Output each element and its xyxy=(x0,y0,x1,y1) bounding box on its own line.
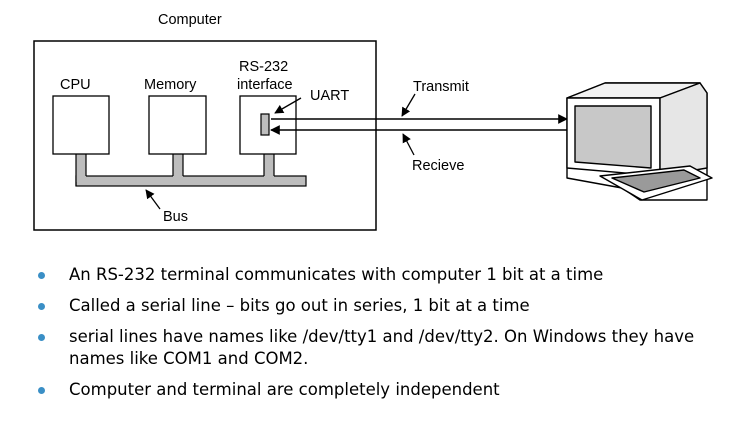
rs232-label: RS-232 xyxy=(239,59,288,75)
computer-frame xyxy=(33,40,377,231)
bullet-text: Called a serial line – bits go out in se… xyxy=(69,296,530,315)
rs232-diagram: Computer CPU Memory RS-232 interface UAR… xyxy=(33,12,713,231)
memory-label: Memory xyxy=(144,77,197,93)
uart-pointer xyxy=(274,97,302,114)
transmit-label: Transmit xyxy=(413,79,469,95)
uart-chip xyxy=(260,113,270,136)
bullet-dot xyxy=(38,303,45,310)
bullet-item: Computer and terminal are completely ind… xyxy=(38,379,718,401)
system-bus xyxy=(75,152,307,187)
bullet-dot xyxy=(38,272,45,279)
bullet-dot xyxy=(38,387,45,394)
bullet-text: An RS-232 terminal communicates with com… xyxy=(69,265,604,284)
bullet-dot xyxy=(38,334,45,341)
receive-label: Recieve xyxy=(412,158,464,174)
bus-label: Bus xyxy=(163,209,188,225)
bullet-text: serial lines have names like /dev/tty1 a… xyxy=(69,327,695,368)
cpu-label: CPU xyxy=(60,77,91,93)
receive-pointer xyxy=(402,133,415,156)
bullet-item: serial lines have names like /dev/tty1 a… xyxy=(38,326,718,370)
memory-box xyxy=(148,95,207,155)
cpu-box xyxy=(52,95,110,155)
interface-label: interface xyxy=(237,77,293,93)
transmit-pointer xyxy=(401,93,416,117)
bus-pointer xyxy=(145,189,161,210)
computer-label: Computer xyxy=(158,12,222,28)
terminal-icon xyxy=(566,82,713,201)
bullet-list: An RS-232 terminal communicates with com… xyxy=(38,264,718,410)
bullet-item: An RS-232 terminal communicates with com… xyxy=(38,264,718,286)
bullet-text: Computer and terminal are completely ind… xyxy=(69,380,500,399)
uart-label: UART xyxy=(310,88,349,104)
bullet-item: Called a serial line – bits go out in se… xyxy=(38,295,718,317)
